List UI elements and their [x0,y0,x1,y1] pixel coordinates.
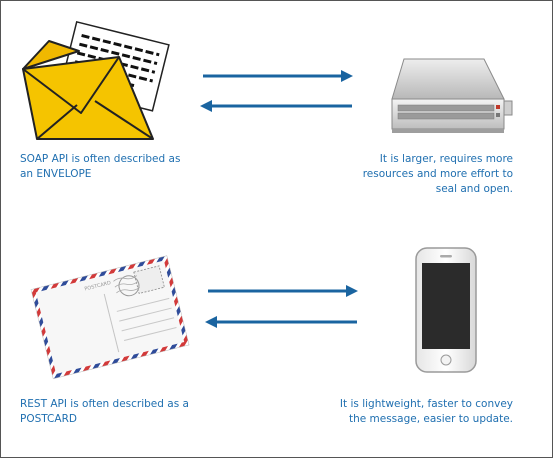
request-arrow-right [203,70,353,82]
rest-postcard-caption: REST API is often described as a POSTCAR… [20,397,189,427]
caption-line: POSTCARD [20,413,77,425]
soap-server-caption: It is larger, requires more resources an… [331,152,513,197]
envelope-icon [22,20,170,140]
caption-line: an ENVELOPE [20,168,92,180]
request-arrow-right-rest [208,285,358,297]
caption-line: seal and open. [435,183,513,195]
response-arrow-left [200,100,352,112]
smartphone-icon [415,247,477,373]
caption-line: the message, easier to update. [348,413,513,425]
postcard-icon: POSTCARD [30,255,190,380]
server-icon [391,58,513,133]
caption-line: SOAP API is often described as [20,153,181,165]
caption-line: It is larger, requires more [379,153,513,165]
rest-phone-caption: It is lightweight, faster to convey the … [301,397,513,427]
response-arrow-left-rest [205,316,357,328]
soap-envelope-caption: SOAP API is often described as an ENVELO… [20,152,180,182]
caption-line: It is lightweight, faster to convey [339,398,513,410]
caption-line: resources and more effort to [362,168,513,180]
caption-line: REST API is often described as a [20,398,189,410]
